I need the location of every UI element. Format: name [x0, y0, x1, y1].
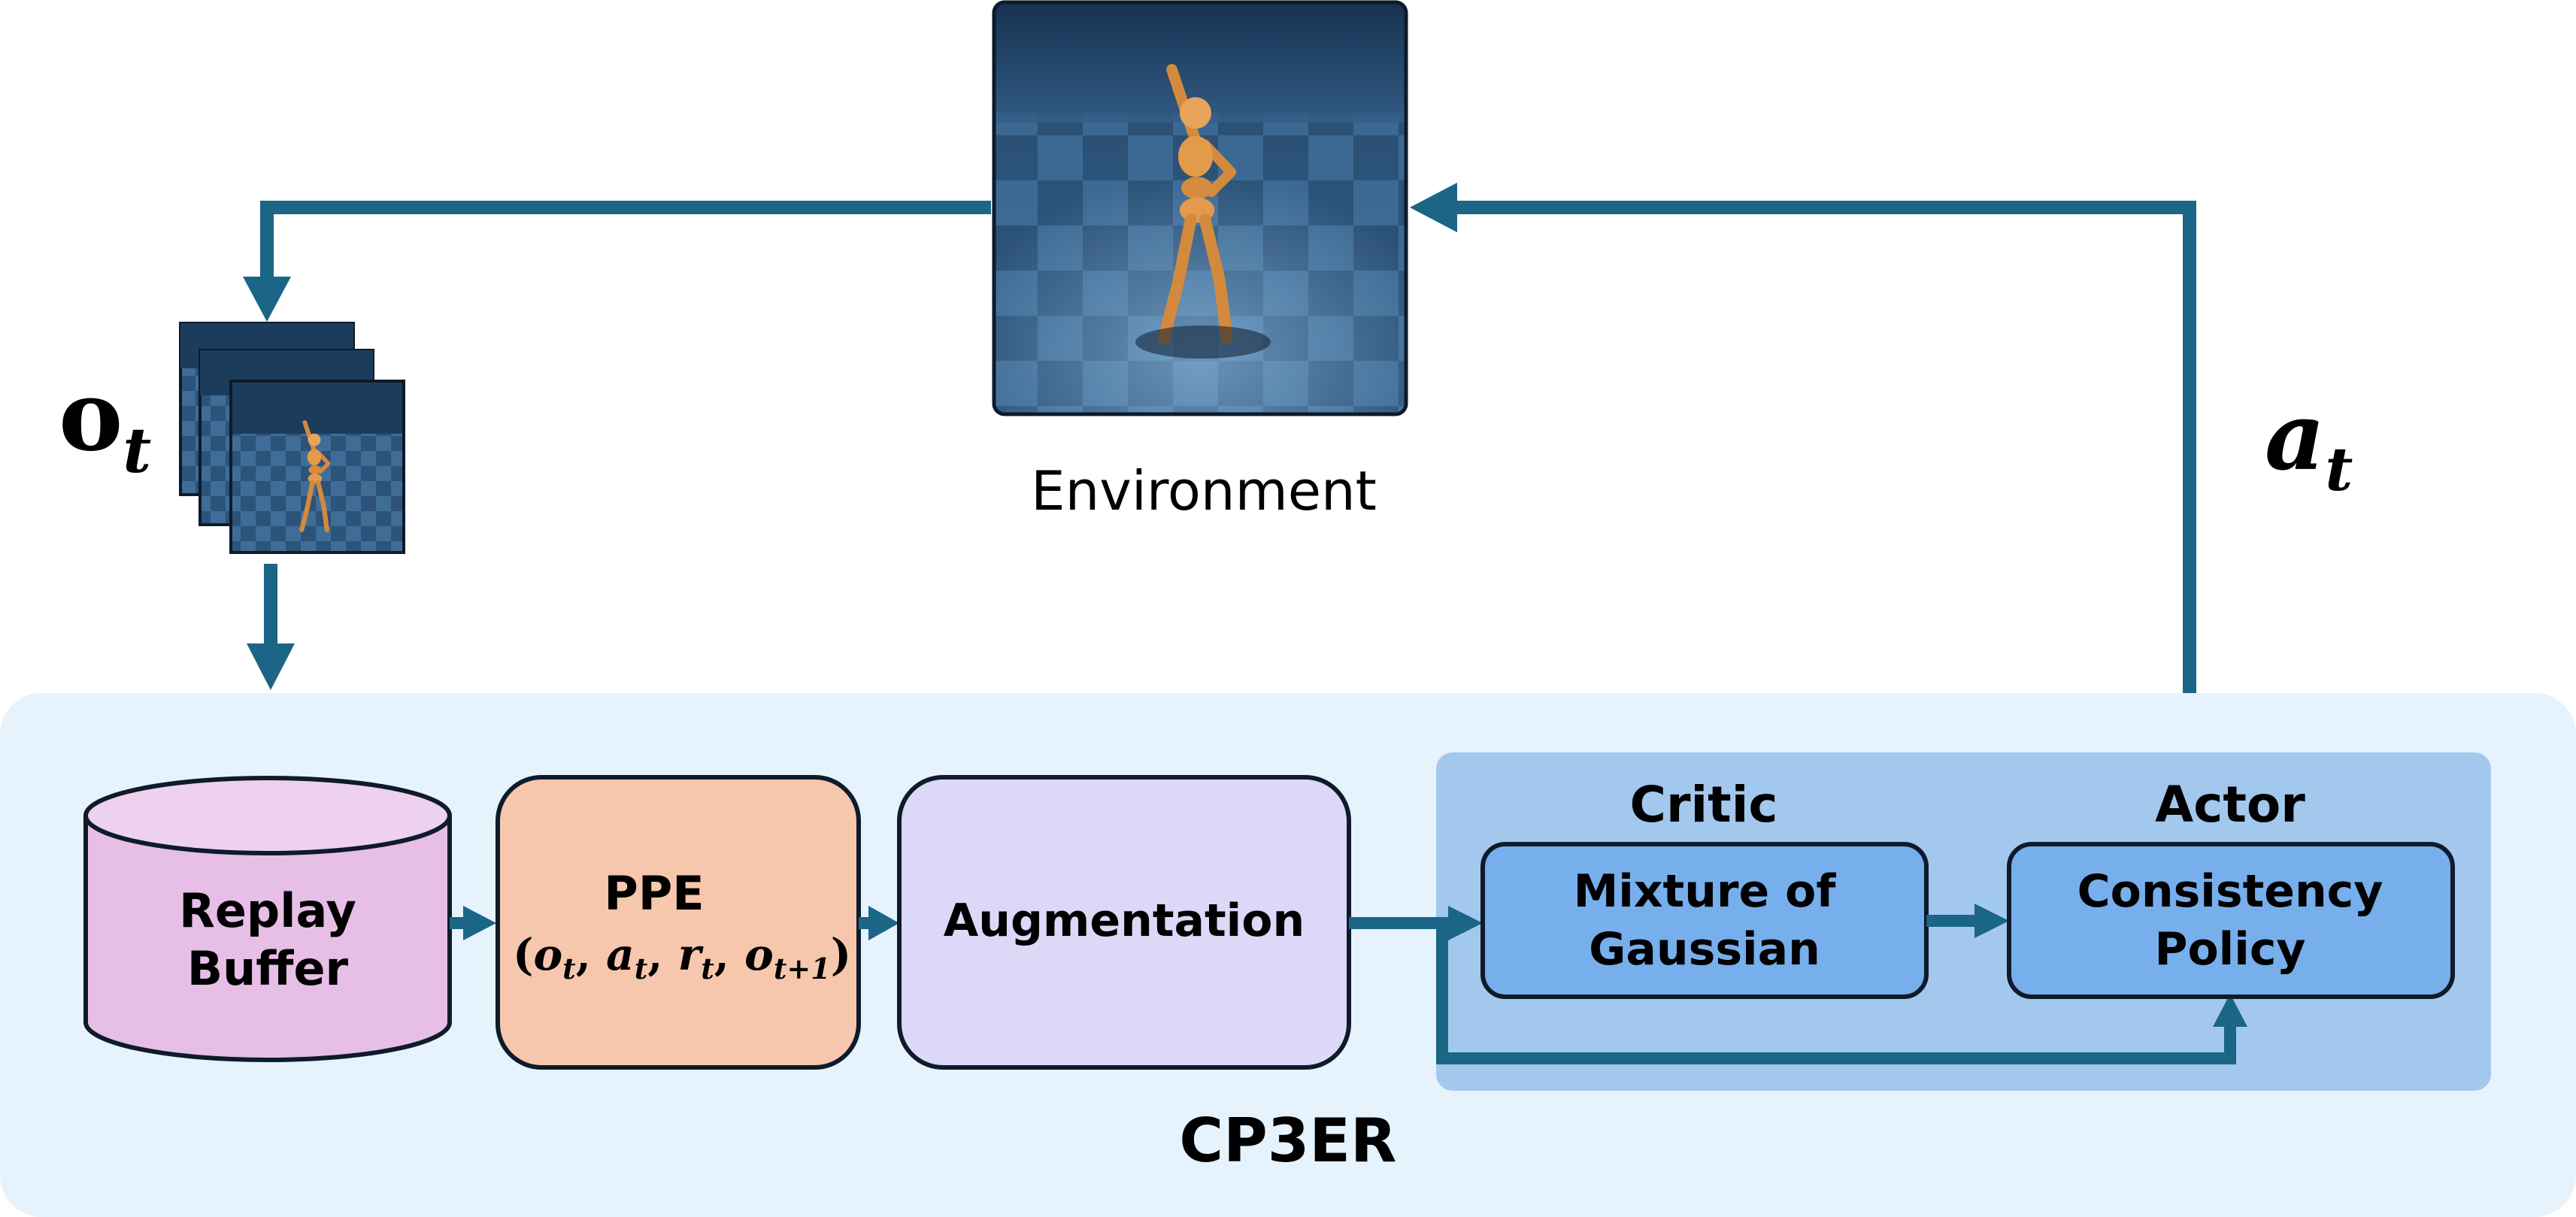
critic-label-line1: Mixture of: [1574, 865, 1837, 918]
replay-buffer-label-line1: Replay: [179, 883, 356, 938]
replay-buffer: [83, 776, 452, 1062]
actor-box: [2007, 842, 2455, 999]
augmentation-to-critic-arrow: [1349, 906, 1483, 940]
action-symbol: at: [2265, 383, 2353, 504]
actor-header: Actor: [2155, 776, 2305, 834]
augmentation-to-actor-arrow: [1436, 923, 2247, 1064]
observation-symbol: ot: [59, 360, 151, 487]
observation-arrow: [243, 201, 991, 322]
critic-label-line2: Gaussian: [1589, 923, 1820, 976]
ppe-tuple: (ot, at, rt, ot+1): [513, 929, 851, 985]
ppe-title: PPE: [604, 866, 704, 921]
action-arrow: [1410, 183, 2196, 693]
augmentation-label: Augmentation: [944, 895, 1305, 947]
environment-image: [992, 0, 1408, 416]
cp3er-label: CP3ER: [1179, 1106, 1396, 1176]
buffer-to-ppe-arrow: [450, 906, 496, 940]
actor-label-line1: Consistency: [2077, 865, 2384, 918]
ppe-box: [496, 775, 861, 1070]
stacked-frames-icon: [179, 322, 405, 554]
ppe-to-augmentation-arrow: [859, 906, 899, 940]
replay-buffer-label-line2: Buffer: [187, 941, 349, 996]
environment-label: Environment: [1031, 459, 1377, 522]
frames-to-buffer-arrow: [247, 564, 295, 690]
actor-label-line2: Policy: [2154, 923, 2305, 976]
critic-header: Critic: [1630, 776, 1778, 834]
critic-to-actor-arrow: [1926, 904, 2009, 938]
